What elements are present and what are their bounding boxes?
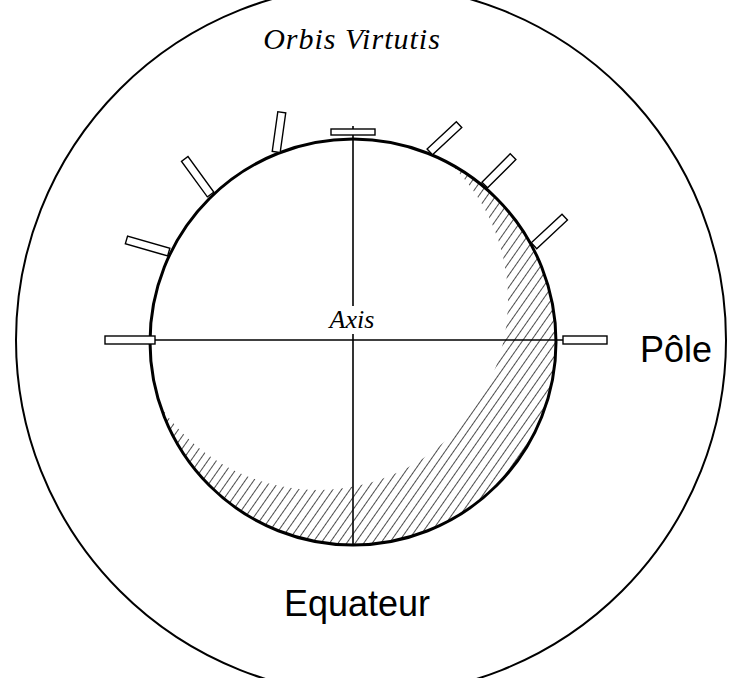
compass-needle bbox=[181, 157, 213, 197]
compass-needles bbox=[125, 112, 567, 256]
axis-line bbox=[352, 126, 354, 545]
compass-needle bbox=[125, 236, 170, 256]
compass-needle bbox=[272, 112, 285, 153]
pole-label: Pôle bbox=[640, 330, 712, 370]
compass-needle bbox=[563, 336, 607, 344]
shading-hatch bbox=[140, 130, 570, 560]
compass-needle bbox=[331, 129, 375, 135]
compass-needle bbox=[531, 214, 567, 248]
equator-label: Equateur bbox=[284, 584, 430, 624]
orbis-circle bbox=[16, 0, 726, 678]
equator-line bbox=[105, 339, 607, 341]
axis-label: Axis bbox=[328, 306, 377, 335]
orbis-label: Orbis Virtutis bbox=[263, 22, 441, 55]
compass-needle bbox=[482, 154, 516, 188]
compass-needle bbox=[427, 122, 462, 155]
compass-needle bbox=[105, 336, 155, 344]
